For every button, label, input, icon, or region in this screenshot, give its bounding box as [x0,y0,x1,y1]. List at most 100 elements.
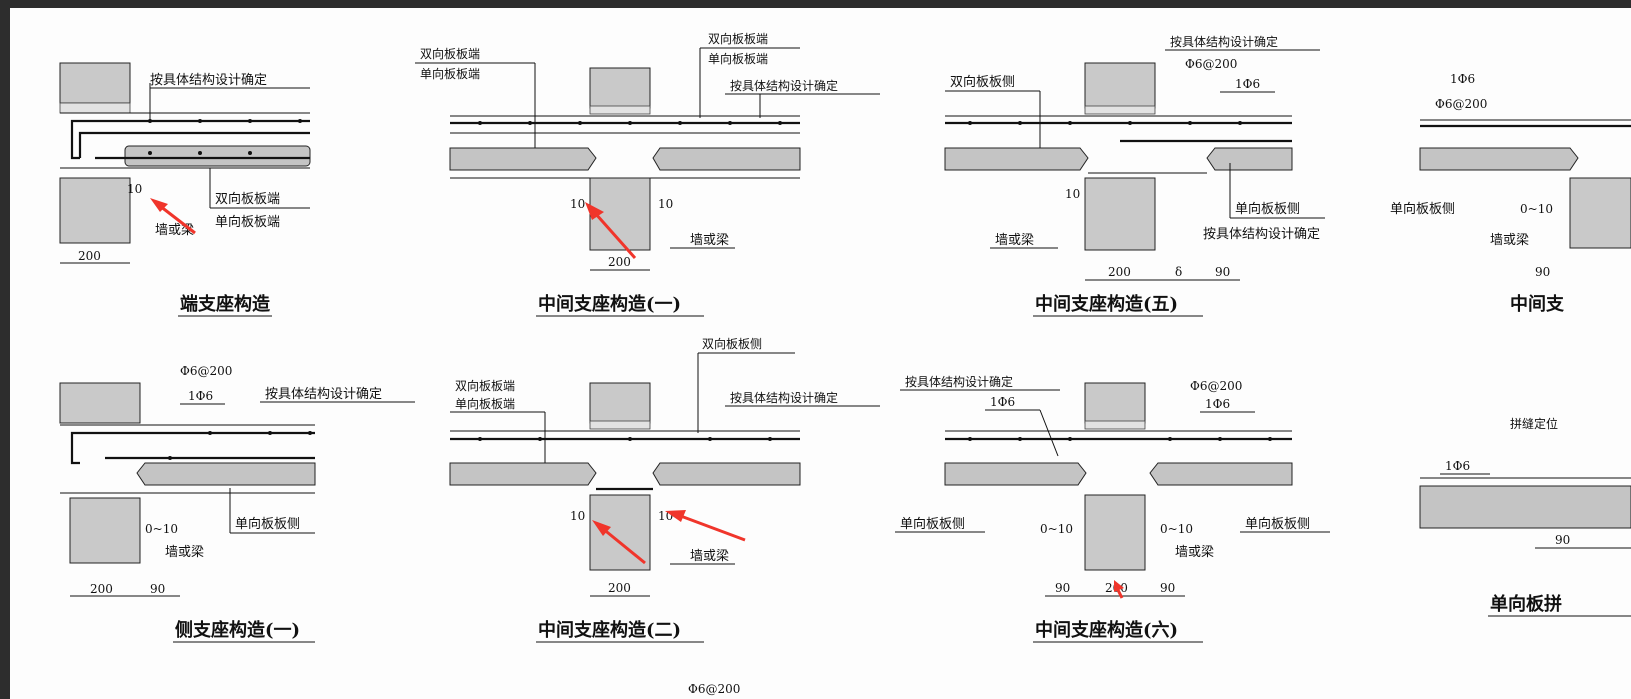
label-two-way-side-c: 双向板板侧 [950,74,1015,90]
dim-0-10-g1: 0~10 [1040,522,1073,536]
label-spec-c: 按具体结构设计确定 [1170,34,1278,49]
slab-right [652,147,801,171]
dim-90-d: 90 [1535,265,1550,279]
dim-200-b: 200 [608,255,631,269]
label-one-way-side-e: 单向板板侧 [235,516,300,532]
label-rebar-single-c: 1Φ6 [1235,77,1260,91]
annotation-arrow-f2 [677,513,746,542]
label-one-way-end-a: 单向板板端 [420,66,480,81]
upper-wall [589,382,651,424]
slab-left [449,147,597,171]
title-mid-support-1: 中间支座构造(一) [538,293,681,315]
label-spec-f: 按具体结构设计确定 [730,390,838,405]
label-seam-position: 拼缝定位 [1510,416,1558,431]
dim-0-10-g2: 0~10 [1160,522,1193,536]
label-one-way-end: 单向板板端 [215,214,280,230]
label-two-way-end-f: 双向板板端 [455,378,515,393]
structural-detail-sheet: 按具体结构设计确定 10 双向板板端 单向板板端 墙或梁 200 端支座构造 双… [59,31,1631,696]
label-rebar-single-d: 1Φ6 [1450,72,1475,86]
upper-wall [59,62,131,104]
dim-0-10-e: 0~10 [145,522,178,536]
slab [1419,485,1631,529]
upper-wall [1084,382,1146,424]
annotation-arrow-g [1116,589,1124,599]
label-rebar-spacing-c: Φ6@200 [1185,57,1237,71]
label-one-way-end-f: 单向板板端 [455,396,515,411]
precast-slab [124,145,311,167]
mortar-bed [59,102,131,114]
title-mid-support-5: 中间支座构造(五) [1035,293,1178,315]
slab-left [1419,147,1579,171]
title-end-support: 端支座构造 [180,293,270,315]
dim-90-h: 90 [1555,533,1570,547]
dim-10: 10 [127,182,142,196]
mortar-bed [589,105,651,115]
title-one-way-cut: 单向板拼 [1490,593,1562,615]
title-side-support-1: 侧支座构造(一) [175,619,300,641]
diagram-mid-support-1: 双向板板端 单向板板端 双向板板端 单向板板端 按具体结构设计确定 10 10 … [415,31,880,317]
annotation-arrow-f1 [601,526,646,565]
diagram-mid-support-2: 双向板板侧 双向板板端 单向板板端 按具体结构设计确定 10 10 墙或梁 20… [449,336,880,696]
label-spec-b: 按具体结构设计确定 [730,78,838,93]
slab-right [1149,462,1293,486]
dim-10-b: 10 [658,197,673,211]
label-one-way-side-c: 单向板板侧 [1235,201,1300,217]
label-one-way-side-g2: 单向板板侧 [1245,516,1310,532]
diagram-end-support: 按具体结构设计确定 10 双向板板端 单向板板端 墙或梁 200 端支座构造 [59,62,311,317]
drawing-canvas: 按具体结构设计确定 10 双向板板端 单向板板端 墙或梁 200 端支座构造 双… [10,8,1631,699]
slab-right [652,462,801,486]
label-wall-beam-b: 墙或梁 [690,233,729,248]
mortar-bed [589,420,651,430]
lower-wall [1569,177,1631,249]
dim-10-a: 10 [570,197,585,211]
annotation-arrow [159,204,196,235]
diagram-mid-support-cut: 1Φ6 Φ6@200 单向板板侧 0~10 墙或梁 90 中间支 [1390,72,1631,315]
diagram-mid-support-6: 按具体结构设计确定 1Φ6 Φ6@200 1Φ6 单向板板侧 0~10 0~10… [895,374,1330,643]
dim-200: 200 [78,249,101,263]
label-one-way-side-g1: 单向板板侧 [900,516,965,532]
dim-10-f1: 10 [570,509,585,523]
diagram-side-support-1: Φ6@200 1Φ6 按具体结构设计确定 0~10 单向板板侧 墙或梁 200 … [59,364,415,643]
diagram-one-way-seam-cut: 拼缝定位 1Φ6 90 单向板拼 [1419,416,1631,617]
label-rebar-spacing-d: Φ6@200 [1435,97,1487,111]
upper-wall [59,382,141,424]
mortar-bed [1084,420,1146,430]
label-rebar-spacing-f: Φ6@200 [688,682,740,696]
title-mid-support-2: 中间支座构造(二) [538,619,681,641]
dim-10-c: 10 [1065,187,1080,201]
annotation-arrow-b [593,212,637,259]
upper-wall [1084,62,1156,109]
label-two-way-end-a: 双向板板端 [420,46,480,61]
slab-left [449,462,597,486]
dim-90-c: 90 [1215,265,1230,279]
lower-wall [1084,177,1156,251]
label-spec-e: 按具体结构设计确定 [265,387,382,402]
slab-left [944,147,1089,171]
dim-90-g2: 90 [1160,581,1175,595]
label-rebar-single-g1: 1Φ6 [990,395,1015,409]
dim-90-g1: 90 [1055,581,1070,595]
label-spec: 按具体结构设计确定 [150,73,267,88]
label-rebar-single-e: 1Φ6 [188,389,213,403]
dim-200-e: 200 [90,582,113,596]
label-wall-beam: 墙或梁 [155,223,194,238]
title-mid-support-6: 中间支座构造(六) [1035,619,1178,641]
dim-200-c: 200 [1108,265,1131,279]
label-two-way-side-f: 双向板板侧 [702,336,762,351]
slab [136,462,316,486]
label-wall-beam-g: 墙或梁 [1175,545,1214,560]
label-rebar-spacing-g: Φ6@200 [1190,379,1242,393]
label-rebar-spacing-e: Φ6@200 [180,364,232,378]
slab-right [1206,147,1293,171]
mortar-bed [1084,105,1156,115]
dim-200-f: 200 [608,581,631,595]
label-wall-beam-d: 墙或梁 [1490,233,1529,248]
lower-wall [59,177,131,244]
label-wall-beam-f: 墙或梁 [690,549,729,564]
label-one-way-side-d: 单向板板侧 [1390,201,1455,217]
label-rebar-single-h: 1Φ6 [1445,459,1470,473]
label-two-way-end: 双向板板端 [215,191,280,207]
dim-90-e: 90 [150,582,165,596]
lower-wall [69,497,141,564]
diagram-mid-support-5: 按具体结构设计确定 Φ6@200 1Φ6 双向板板侧 10 单向板板侧 按具体结… [944,34,1325,317]
